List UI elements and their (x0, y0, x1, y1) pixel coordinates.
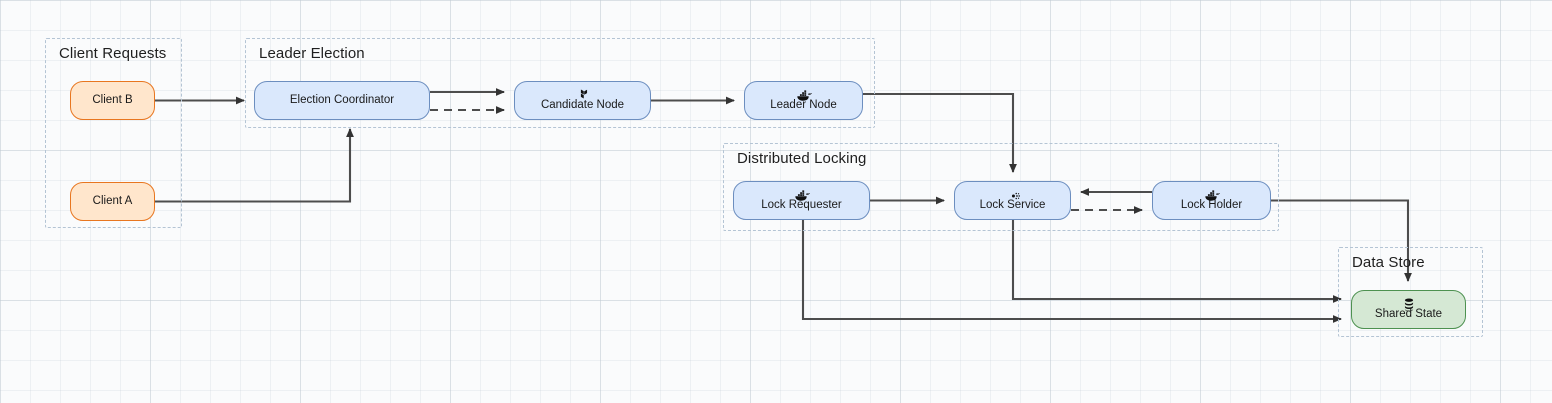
node-label-leader-node: Leader Node (770, 99, 837, 111)
group-title-distributed-locking: Distributed Locking (737, 150, 867, 167)
group-title-leader-election: Leader Election (259, 45, 365, 62)
node-label-client-a: Client A (92, 195, 133, 207)
group-leader-election[interactable]: Leader Election (245, 38, 875, 128)
node-client-b[interactable]: Client B (70, 81, 155, 120)
node-client-a[interactable]: Client A (70, 182, 155, 221)
edge-lock-requester-to-shared-state (801, 220, 1342, 323)
node-shared-state[interactable]: Shared State (1351, 290, 1466, 329)
terraform-icon (574, 87, 592, 105)
node-candidate-node[interactable]: Candidate Node (514, 81, 651, 120)
node-label-lock-service: Lock Service (979, 199, 1046, 211)
group-client-requests[interactable]: Client Requests (45, 38, 182, 228)
group-data-store[interactable]: Data Store (1338, 247, 1483, 337)
node-lock-service[interactable]: Lock Service (954, 181, 1071, 220)
node-election-coordinator[interactable]: Election Coordinator (254, 81, 430, 120)
group-distributed-locking[interactable]: Distributed Locking (723, 143, 1279, 231)
docker-icon (795, 87, 813, 105)
node-label-election-coordinator: Election Coordinator (289, 94, 395, 106)
docker-icon (793, 187, 811, 205)
docker-icon (1203, 187, 1221, 205)
node-label-client-b: Client B (92, 94, 133, 106)
node-lock-holder[interactable]: Lock Holder (1152, 181, 1271, 220)
group-title-data-store: Data Store (1352, 254, 1425, 271)
node-leader-node[interactable]: Leader Node (744, 81, 863, 120)
database-icon (1400, 296, 1418, 314)
node-label-lock-holder: Lock Holder (1180, 199, 1243, 211)
group-title-client-requests: Client Requests (59, 45, 167, 62)
edge-lock-service-to-shared-state (1011, 220, 1342, 303)
node-lock-requester[interactable]: Lock Requester (733, 181, 870, 220)
node-label-candidate-node: Candidate Node (540, 99, 625, 111)
edge-client-a-to-election-coordinator (155, 128, 354, 203)
node-label-shared-state: Shared State (1374, 308, 1443, 320)
node-label-lock-requester: Lock Requester (761, 199, 842, 211)
consul-icon (1004, 187, 1022, 205)
